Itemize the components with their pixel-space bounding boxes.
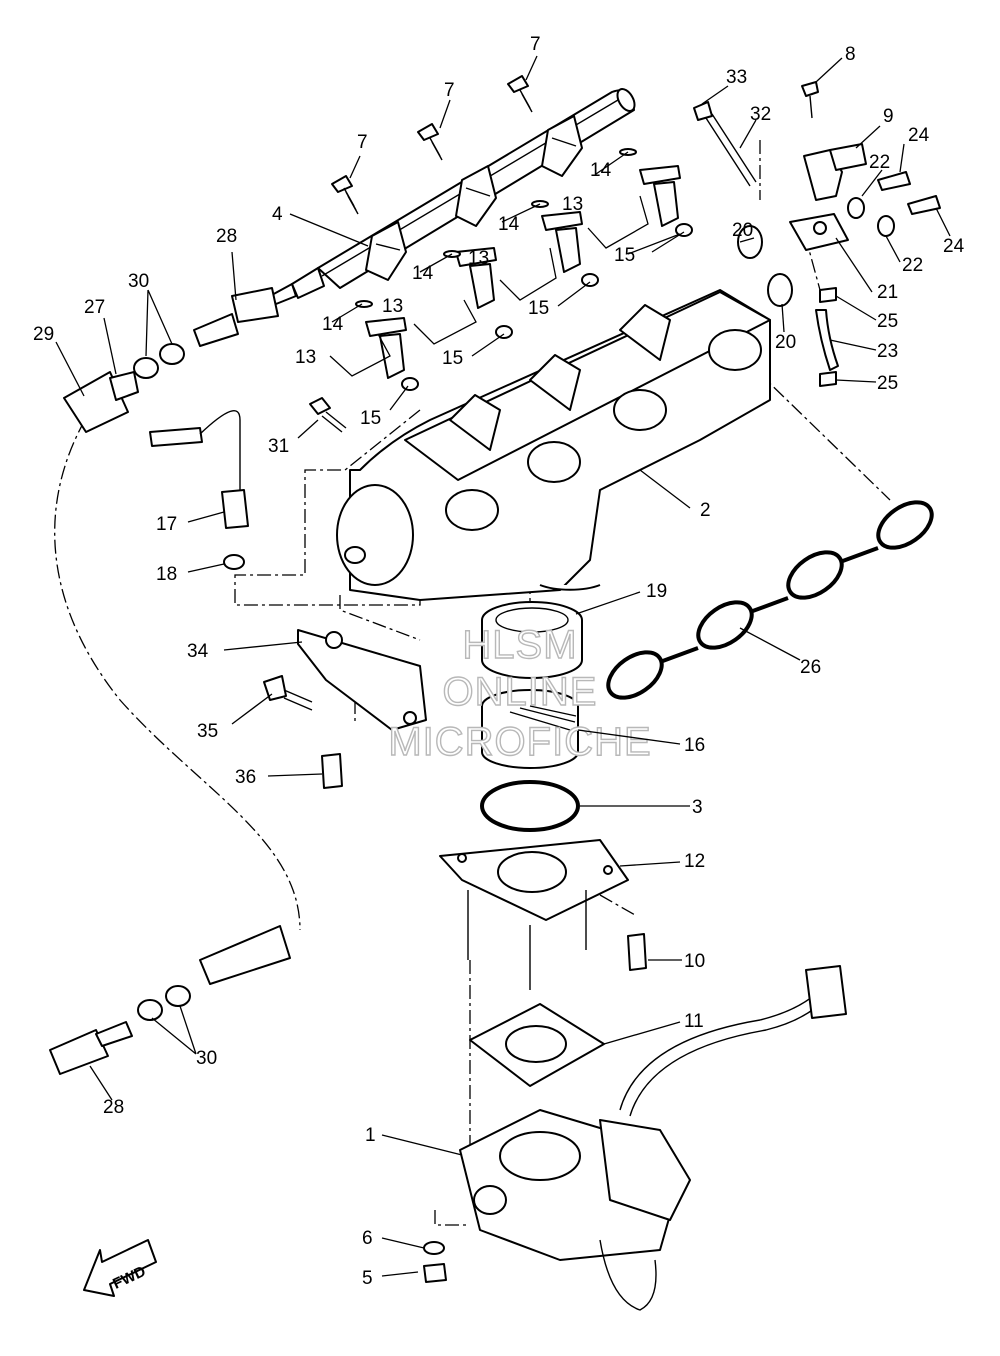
bolt-10: [627, 933, 647, 971]
callout-20-a: 20: [732, 220, 753, 241]
callout-14-b: 14: [412, 263, 434, 284]
callout-7-c: 7: [530, 34, 541, 55]
temp-sensor: [149, 410, 249, 570]
callout-3: 3: [692, 797, 703, 818]
injectors: [355, 148, 693, 391]
callout-15-a: 15: [360, 408, 381, 429]
callout-11: 11: [684, 1011, 704, 1032]
callout-34: 34: [187, 641, 209, 662]
fwd-direction-arrow: FWD: [83, 1239, 157, 1297]
callout-7-a: 7: [357, 132, 368, 153]
callout-14-a: 14: [322, 314, 344, 335]
callout-17: 17: [156, 514, 177, 535]
throttle-gasket: [469, 1003, 605, 1087]
callout-35: 35: [197, 721, 218, 742]
callout-15-b: 15: [442, 348, 463, 369]
callout-14-c: 14: [498, 214, 520, 235]
callout-6: 6: [362, 1228, 373, 1249]
rail-screws: [331, 75, 533, 215]
callout-29: 29: [33, 324, 54, 345]
sensor-group: [693, 81, 941, 387]
callout-22-b: 22: [902, 255, 923, 276]
callout-24-a: 24: [908, 125, 930, 146]
manifold-gasket: [606, 500, 934, 700]
callout-13-a: 13: [295, 347, 316, 368]
callout-4: 4: [272, 204, 283, 225]
watermark-line-2: ONLINE: [443, 670, 598, 714]
callout-28-b: 28: [103, 1097, 124, 1118]
callout-30-a: 30: [128, 271, 149, 292]
callout-19: 19: [646, 581, 667, 602]
callout-20-b: 20: [775, 332, 796, 353]
rings: [480, 601, 583, 832]
callout-7-b: 7: [444, 80, 455, 101]
callout-25-a: 25: [877, 311, 898, 332]
callout-16: 16: [684, 735, 705, 756]
callout-9: 9: [883, 106, 894, 127]
watermark: HLSM ONLINE MICROFICHE: [388, 622, 652, 764]
callout-5: 5: [362, 1268, 373, 1289]
bracket: [263, 629, 427, 789]
callout-26: 26: [800, 657, 821, 678]
callout-21: 21: [877, 282, 898, 303]
callout-24-b: 24: [943, 236, 965, 257]
callout-13-d: 13: [562, 194, 583, 215]
callout-13-c: 13: [468, 248, 489, 269]
callout-8: 8: [845, 44, 856, 65]
callout-33: 33: [726, 67, 747, 88]
callout-18: 18: [156, 564, 177, 585]
callout-15-c: 15: [528, 298, 549, 319]
fuel-rail: [269, 88, 636, 305]
callout-10: 10: [684, 951, 705, 972]
callout-2: 2: [700, 500, 711, 521]
spacer-plate: [439, 839, 629, 990]
callout-32: 32: [750, 104, 771, 125]
callout-15-d: 15: [614, 245, 635, 266]
bolt-31: [309, 397, 347, 433]
watermark-line-1: HLSM: [462, 623, 577, 667]
callout-14-d: 14: [590, 160, 612, 181]
callout-36: 36: [235, 767, 256, 788]
callout-31: 31: [268, 436, 289, 457]
callout-22-a: 22: [869, 152, 890, 173]
callout-28-a: 28: [216, 226, 237, 247]
watermark-line-3: MICROFICHE: [388, 720, 651, 764]
intake-manifold: [336, 289, 771, 601]
callout-numbers: 1 2 3 4 5 6 7 7 7 8 9 10 11 12 13 13 13 …: [33, 34, 965, 1289]
callout-30-b: 30: [196, 1048, 217, 1069]
lower-hose: [49, 925, 291, 1075]
callout-23: 23: [877, 341, 898, 362]
callout-1: 1: [365, 1125, 376, 1146]
callout-13-b: 13: [382, 296, 403, 317]
connector-lines: [54, 140, 891, 1226]
callout-27: 27: [84, 297, 105, 318]
callout-12: 12: [684, 851, 705, 872]
upper-hose: [63, 287, 279, 433]
throttle-body: [423, 965, 847, 1311]
callout-25-b: 25: [877, 373, 898, 394]
leader-lines: [55, 55, 951, 1277]
